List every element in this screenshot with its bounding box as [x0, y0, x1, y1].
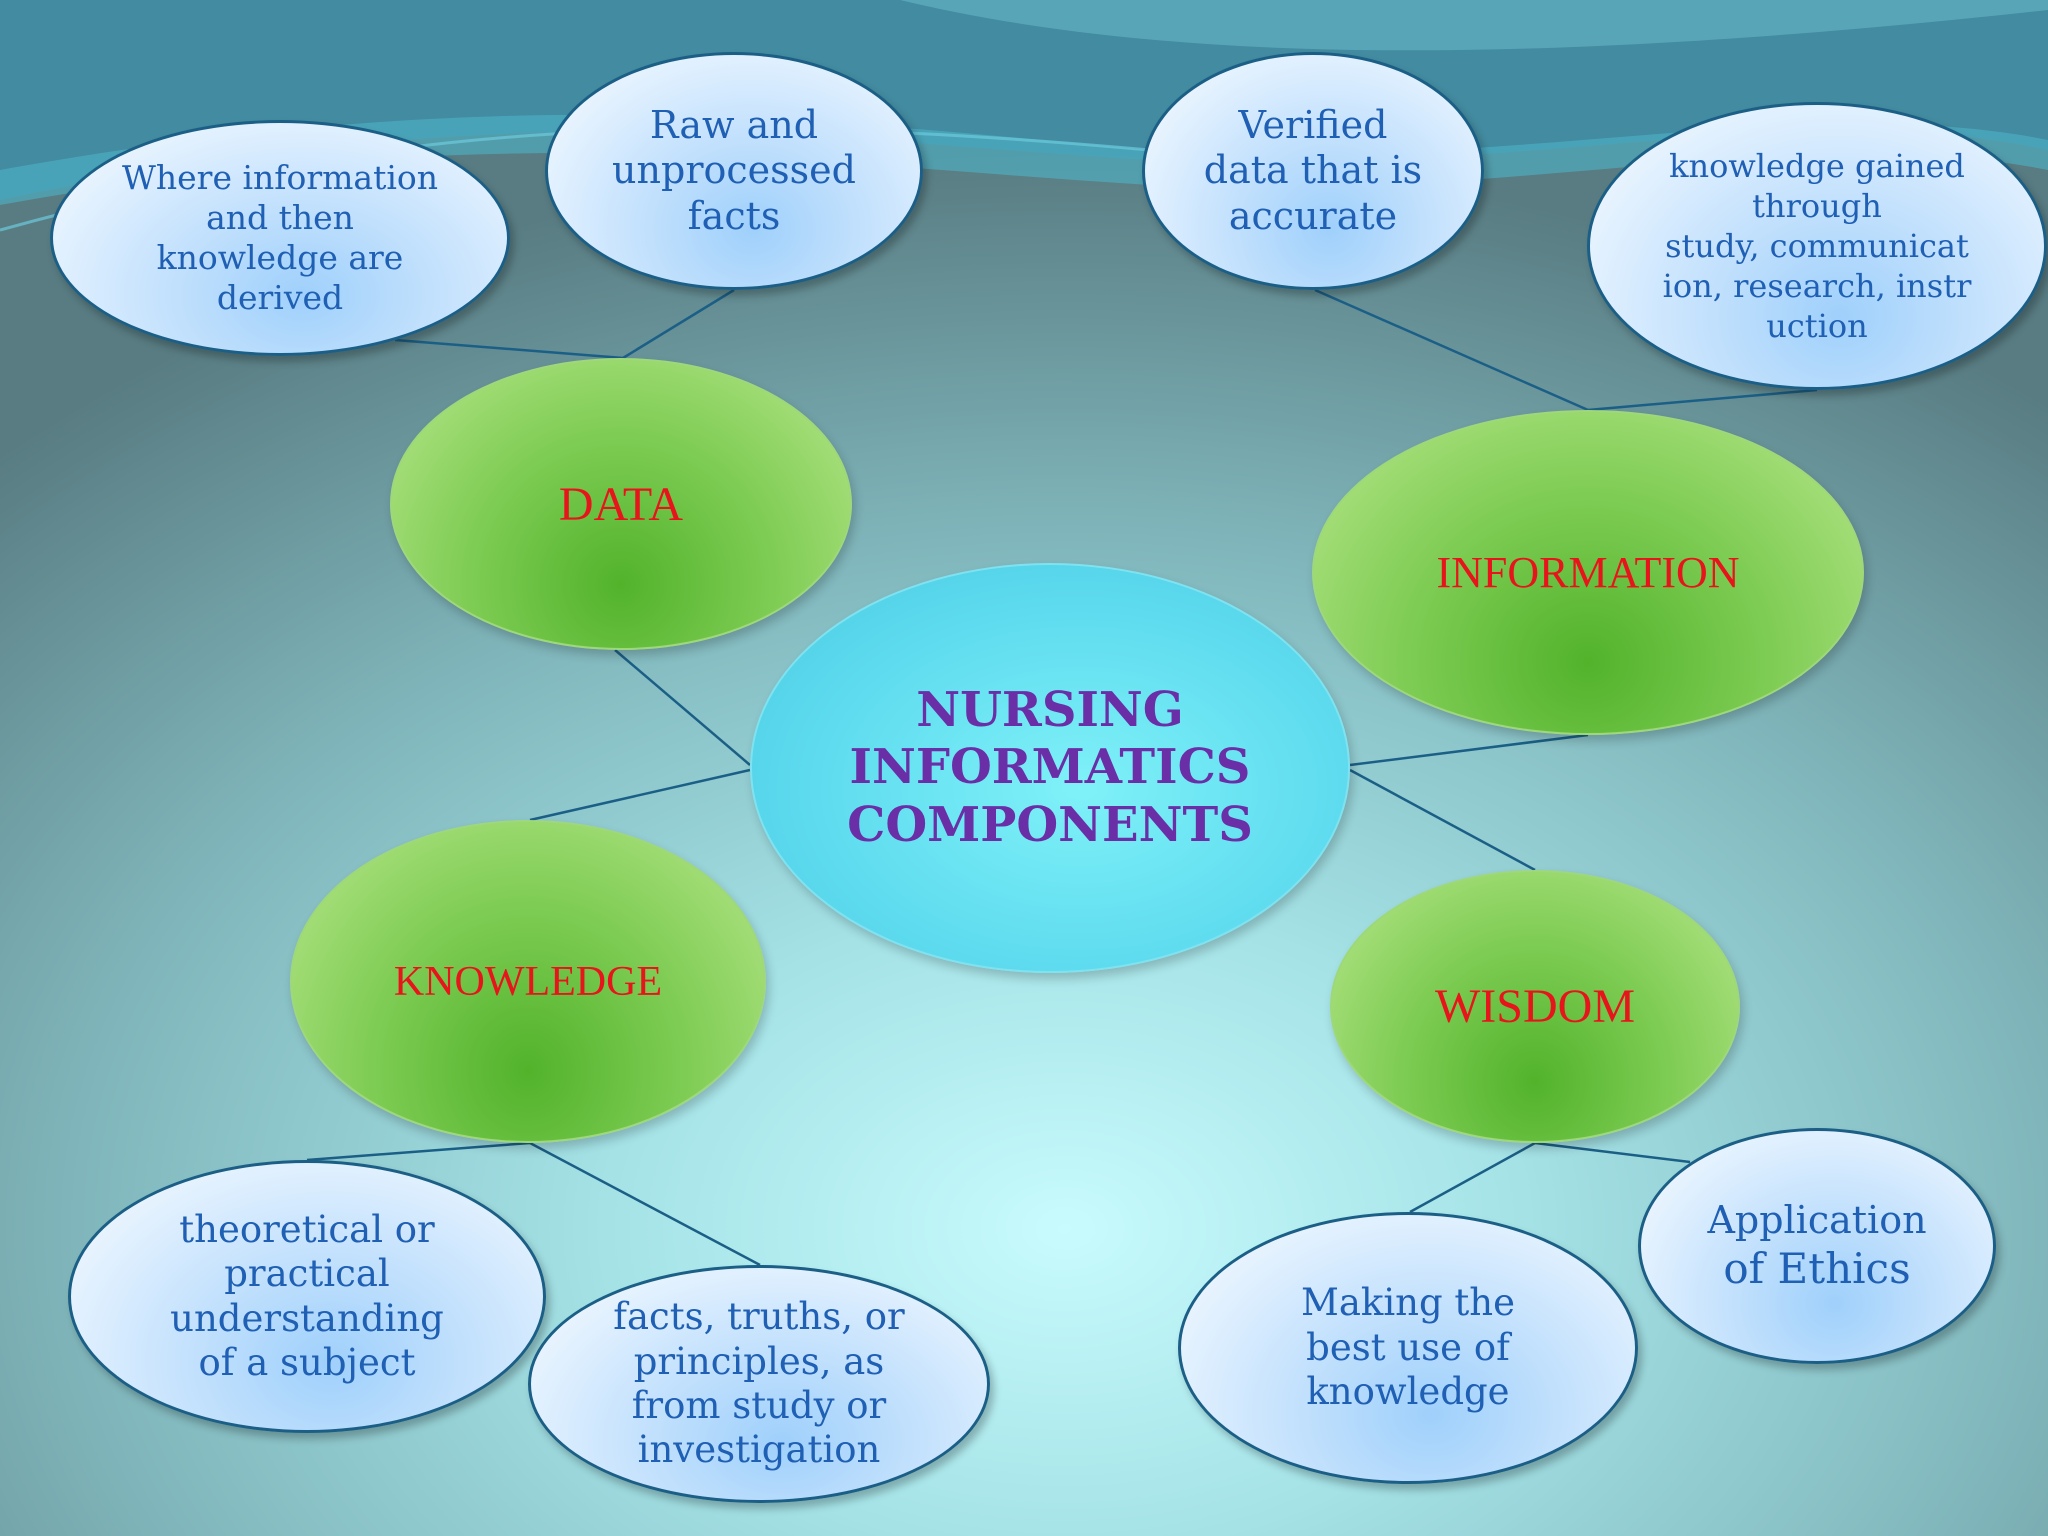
- connector-knowledge-understanding: [306, 1141, 531, 1162]
- component-wisdom-label: WISDOM: [1435, 980, 1635, 1033]
- connector-data-raw: [622, 288, 735, 360]
- center-title-line-1: NURSING: [916, 681, 1184, 738]
- connector-center-data: [614, 649, 751, 766]
- component-wisdom: WISDOM: [1330, 870, 1740, 1143]
- bubble-data-raw: Raw and unprocessed facts: [545, 52, 923, 290]
- bubble-info-gained: knowledge gained through study, communic…: [1587, 102, 2047, 390]
- component-data: DATA: [390, 358, 852, 650]
- bubble-data-derived: Where information and then knowledge are…: [50, 120, 510, 356]
- bubble-wisdom-ethics: Application of Ethics: [1638, 1128, 1996, 1364]
- connector-info-verified: [1314, 288, 1589, 412]
- bubble-wisdom-best-use: Making the best use of knowledge: [1178, 1212, 1638, 1484]
- connector-knowledge-facts: [529, 1141, 761, 1267]
- component-knowledge: KNOWLEDGE: [290, 820, 766, 1143]
- bubble-knowledge-facts: facts, truths, or principles, as from st…: [528, 1265, 990, 1503]
- bubble-info-verified: Verified data that is accurate: [1142, 52, 1484, 290]
- bubble-knowledge-understanding: theoretical or practical understanding o…: [68, 1160, 546, 1433]
- component-information: INFORMATION: [1312, 410, 1864, 735]
- connector-center-knowledge: [529, 768, 751, 822]
- center-title-line-3: COMPONENTS: [847, 796, 1253, 853]
- connector-center-information: [1349, 733, 1589, 767]
- center-nursing-informatics-components: NURSING INFORMATICS COMPONENTS: [750, 563, 1350, 973]
- component-information-label: INFORMATION: [1436, 548, 1740, 597]
- center-title-line-2: INFORMATICS: [849, 739, 1251, 796]
- connector-wisdom-best-use: [1409, 1141, 1536, 1214]
- connector-wisdom-ethics: [1534, 1141, 1691, 1164]
- connector-info-gained: [1587, 388, 1818, 412]
- component-data-label: DATA: [558, 477, 684, 531]
- connector-data-derived: [394, 338, 624, 360]
- component-knowledge-label: KNOWLEDGE: [393, 958, 663, 1005]
- connector-center-wisdom: [1349, 768, 1536, 872]
